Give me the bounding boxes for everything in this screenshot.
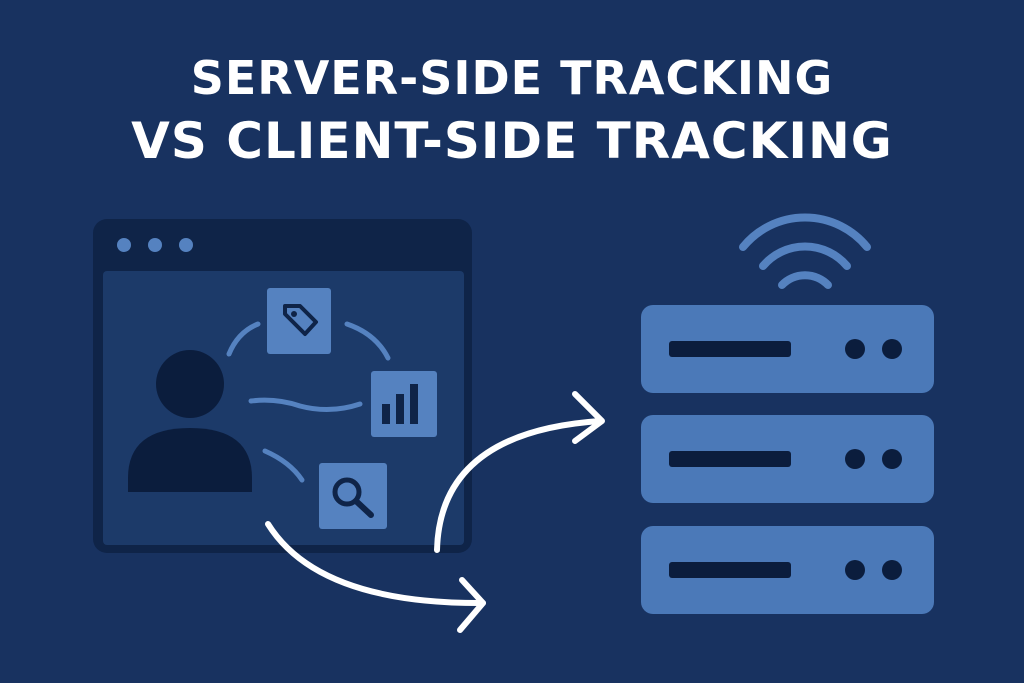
server-unit-2 [641, 415, 934, 503]
bar-chart-icon [371, 371, 437, 437]
window-dot-3 [179, 238, 193, 252]
user-icon [128, 350, 252, 492]
tag-icon [267, 288, 331, 354]
arrow-down-curve [265, 521, 486, 607]
magnifier-icon [319, 463, 387, 529]
connector-arc-right [344, 321, 391, 361]
page-title: SERVER-SIDE TRACKING VS CLIENT-SIDE TRAC… [0, 48, 1024, 174]
title-line-1: SERVER-SIDE TRACKING [190, 51, 834, 105]
server-unit-3 [641, 526, 934, 614]
window-dot-1 [117, 238, 131, 252]
connector-arc-left [226, 321, 261, 357]
connector-wave [248, 397, 363, 412]
window-dot-2 [148, 238, 162, 252]
arrow-up-head [572, 391, 605, 444]
arrow-down-head [457, 577, 486, 633]
arrow-up-curve [434, 418, 603, 553]
curved-arrow-icon [265, 391, 605, 633]
wifi-icon [739, 213, 871, 289]
server-unit-1 [641, 305, 934, 393]
connector-lines [226, 321, 391, 483]
connector-arc-bottom [262, 448, 305, 483]
server-rack-icon [641, 305, 934, 614]
title-line-2: VS CLIENT-SIDE TRACKING [131, 112, 893, 170]
